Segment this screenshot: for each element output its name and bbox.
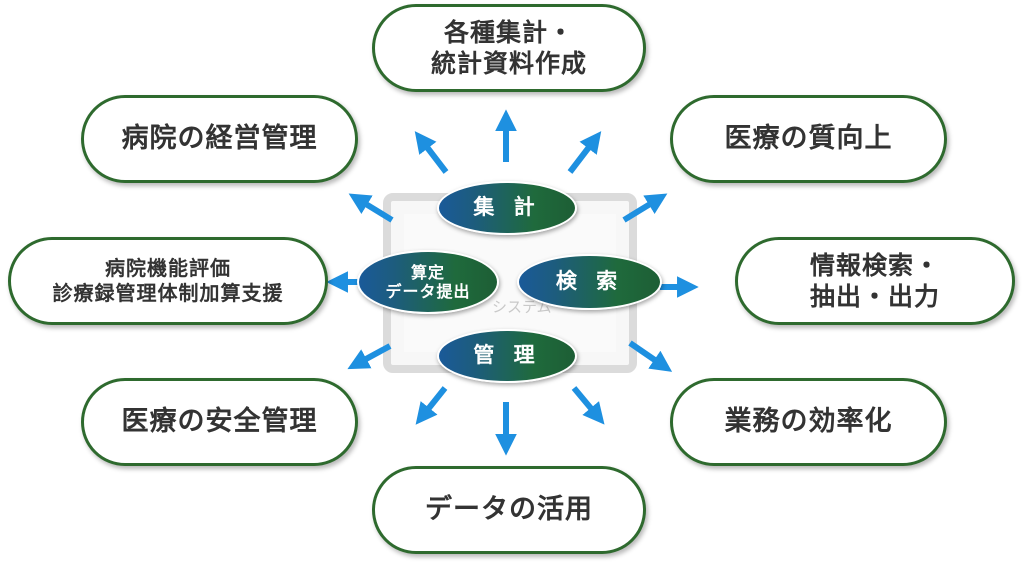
arrow-right-upper: [622, 193, 668, 223]
arrow-down-right: [571, 386, 605, 425]
hub-manage-label: 管 理: [473, 343, 541, 368]
node-function-evaluation-line1: 病院機能評価: [105, 256, 231, 280]
arrow-up-right: [567, 131, 602, 174]
hub-search-label: 検 索: [555, 269, 624, 294]
node-function-evaluation: 病院機能評価 診療録管理体制加算支援: [8, 237, 328, 325]
hub-calculation-line2: データ提出: [385, 282, 471, 301]
node-quality-improvement: 医療の質向上: [670, 95, 947, 183]
arrow-up-left: [414, 131, 449, 174]
node-safety-management-label: 医療の安全管理: [121, 406, 318, 438]
node-statistics-reports-line2: 統計資料作成: [430, 49, 587, 78]
hub-aggregate: 集 計: [437, 181, 577, 235]
node-hospital-management-label: 病院の経営管理: [121, 123, 318, 155]
node-statistics-reports: 各種集計・ 統計資料作成: [372, 4, 646, 92]
node-safety-management: 医療の安全管理: [81, 378, 358, 466]
node-quality-improvement-label: 医療の質向上: [724, 123, 893, 155]
watermark-text: システム: [492, 299, 552, 316]
hub-manage: 管 理: [437, 329, 577, 383]
node-info-search-line1: 情報検索・: [809, 250, 940, 280]
arrow-down-left: [415, 386, 448, 425]
node-hospital-management: 病院の経営管理: [81, 95, 358, 183]
hub-aggregate-label: 集 計: [473, 195, 541, 220]
node-info-search-line2: 抽出・出力: [809, 282, 940, 311]
hub-search: 検 索: [517, 254, 662, 310]
arrow-left-lower: [347, 343, 392, 370]
arrow-left-upper: [348, 193, 394, 223]
node-work-efficiency: 業務の効率化: [670, 378, 947, 466]
node-data-utilization: データの活用: [372, 466, 646, 554]
arrow-right-lower: [628, 340, 673, 372]
node-data-utilization-label: データの活用: [425, 494, 593, 526]
node-info-search: 情報検索・ 抽出・出力: [735, 237, 1015, 325]
hub-calculation-line1: 算定: [410, 262, 445, 282]
node-statistics-reports-line1: 各種集計・: [443, 17, 574, 47]
node-function-evaluation-line2: 診療録管理体制加算支援: [52, 281, 284, 305]
node-work-efficiency-label: 業務の効率化: [724, 406, 893, 438]
hub-calculation-submission: 算定 データ提出: [357, 250, 499, 314]
